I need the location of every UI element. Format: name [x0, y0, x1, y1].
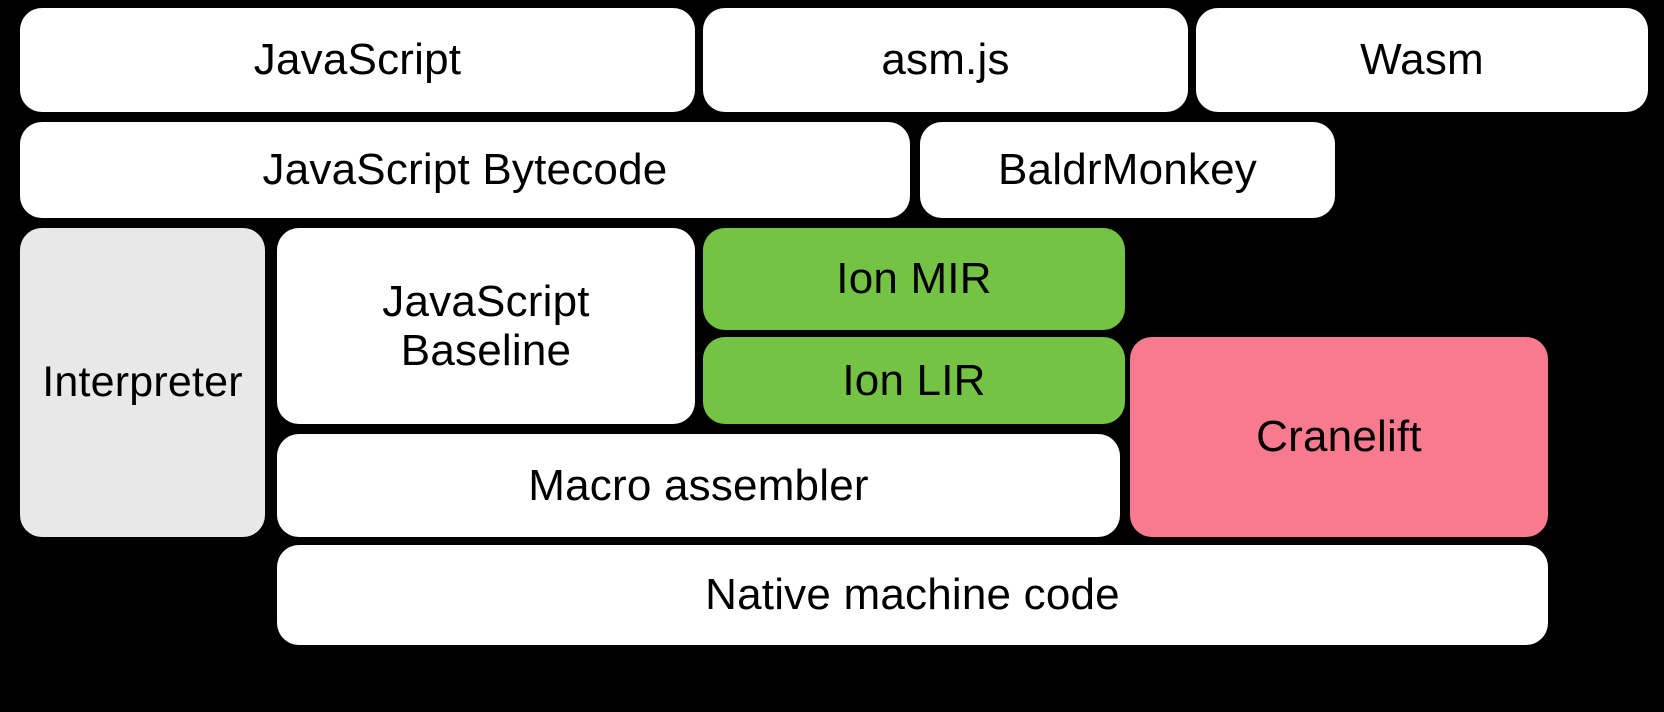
node-ion-mir[interactable]: Ion MIR [703, 228, 1125, 330]
node-javascript[interactable]: JavaScript [20, 8, 695, 112]
node-javascript-baseline[interactable]: JavaScript Baseline [277, 228, 695, 424]
node-asm-js[interactable]: asm.js [703, 8, 1188, 112]
node-macro-assembler[interactable]: Macro assembler [277, 434, 1120, 537]
node-wasm[interactable]: Wasm [1196, 8, 1648, 112]
node-baldrmonkey[interactable]: BaldrMonkey [920, 122, 1335, 218]
node-interpreter[interactable]: Interpreter [20, 228, 265, 537]
node-ion-lir[interactable]: Ion LIR [703, 337, 1125, 424]
node-native-machine-code[interactable]: Native machine code [277, 545, 1548, 645]
node-cranelift[interactable]: Cranelift [1130, 337, 1548, 537]
node-javascript-bytecode[interactable]: JavaScript Bytecode [20, 122, 910, 218]
